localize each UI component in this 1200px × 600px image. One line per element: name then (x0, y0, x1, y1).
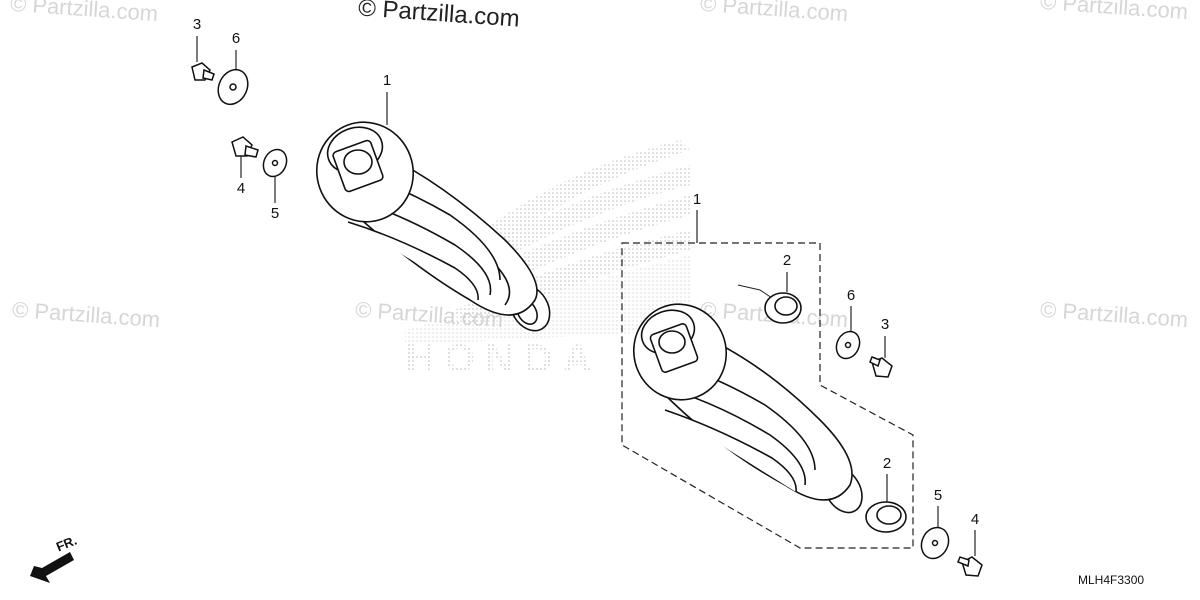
bushing-lower (865, 501, 907, 533)
callout-washer-lower-right: 5 (933, 487, 943, 504)
callout-bolt-lower-right: 4 (970, 511, 980, 528)
callout-bushing-lower: 2 (882, 455, 892, 472)
washer-upper-right (835, 330, 861, 360)
leader-lines (196, 36, 976, 556)
rear-shock-absorber-left (315, 121, 551, 332)
callout-washer-upper-right: 6 (846, 287, 856, 304)
svg-text:HONDA: HONDA (405, 337, 602, 381)
washer-lower-right (920, 526, 950, 560)
callout-bolt-lower-left: 4 (236, 180, 246, 197)
callout-washer-upper-left: 6 (231, 30, 241, 47)
callout-shock-left: 1 (382, 72, 392, 89)
washer-upper-left (217, 68, 249, 106)
bolt-upper-left (191, 62, 215, 81)
callout-bushing-upper: 2 (782, 252, 792, 269)
bolt-upper-right (869, 356, 893, 378)
honda-wordmark: HONDA (405, 337, 602, 381)
callout-shock-right: 1 (692, 191, 702, 208)
diagram-code: MLH4F3300 (1078, 573, 1145, 587)
callout-bolt-upper-left: 3 (192, 16, 202, 33)
callout-washer-lower-left: 5 (270, 205, 280, 222)
rear-shock-absorber-right (632, 303, 863, 514)
front-direction-arrow-icon (30, 552, 74, 583)
washer-lower-left (262, 148, 288, 178)
assembly-boundary (621, 242, 914, 549)
bolt-lower-right (957, 556, 983, 577)
bolt-lower-left (231, 136, 259, 158)
callout-bolt-upper-right: 3 (880, 316, 890, 333)
bushing-upper (764, 292, 802, 324)
